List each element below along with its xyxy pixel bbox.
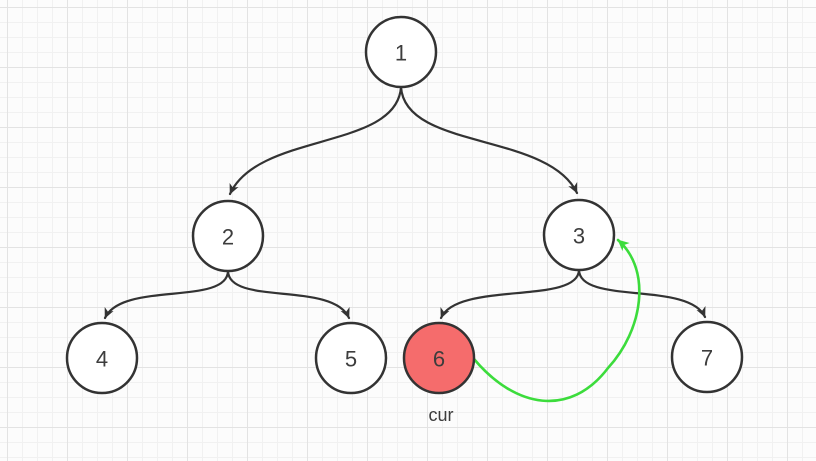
tree-node-2[interactable]: 2 [191,199,265,273]
tree-node-4[interactable]: 4 [65,321,139,395]
node-3-circle[interactable] [542,198,616,272]
edge-3-to-6[interactable] [439,268,581,320]
edge-2-to-5[interactable] [226,269,351,320]
node-6-label: 6 [433,347,445,372]
node-3-label: 3 [573,224,585,249]
cur-label: cur [428,405,453,425]
tree-node-5[interactable]: 5 [314,321,388,395]
tree-node-1[interactable]: 1 [364,15,438,89]
node-1-circle[interactable] [364,15,438,89]
edge-1-to-2[interactable] [228,85,403,196]
node-2-label: 2 [222,225,234,250]
node-4-circle[interactable] [65,321,139,395]
edge-3-to-7[interactable] [577,268,707,319]
cur-pointer-arrow[interactable] [472,238,641,403]
node-7-label: 7 [701,346,713,371]
node-5-circle[interactable] [314,321,388,395]
node-7-circle[interactable] [670,320,744,394]
tree-node-3[interactable]: 3 [542,198,616,272]
node-4-label: 4 [96,347,108,372]
edge-1-to-3[interactable] [399,85,579,195]
node-2-circle[interactable] [191,199,265,273]
node-5-label: 5 [345,347,357,372]
node-1-label: 1 [395,41,407,66]
tree-node-7[interactable]: 7 [670,320,744,394]
tree-node-6-current[interactable]: 6 [402,321,476,395]
node-6-circle[interactable] [402,321,476,395]
edge-2-to-4[interactable] [103,269,230,320]
